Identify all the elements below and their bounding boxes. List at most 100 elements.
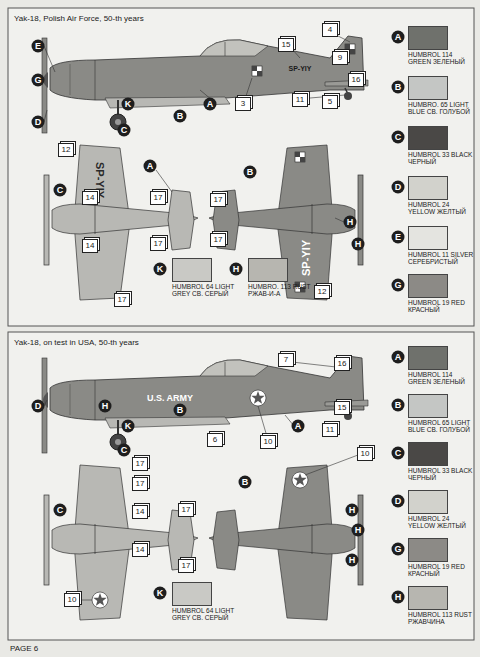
callout-number: 17: [150, 237, 166, 251]
callout-number: 15: [278, 38, 294, 52]
color-swatch: [408, 586, 448, 610]
callout-number: 3: [235, 97, 251, 111]
paint-name: HUMBROL 114 GREEN ЗЕЛЕНЫЙ: [408, 51, 474, 66]
paint-name: HUMBROL 19 RED КРАСНЫЙ: [408, 563, 474, 578]
aircraft-marking: SP-YIY: [289, 65, 312, 72]
callout-number: 17: [132, 477, 148, 491]
callout-number: 17: [178, 503, 194, 517]
color-letter: C: [54, 184, 67, 197]
color-swatch: [172, 582, 212, 606]
callout-number: 17: [210, 193, 226, 207]
color-letter: C: [54, 504, 67, 517]
callout-number: 11: [322, 423, 338, 437]
callout-number: 10: [260, 435, 276, 449]
paint-name: HUMBROL 19 RED КРАСНЫЙ: [408, 299, 474, 314]
color-letter: K: [154, 263, 167, 276]
color-letter: C: [118, 444, 131, 457]
color-letter: B: [174, 404, 187, 417]
color-swatch: [408, 226, 448, 250]
callout-number: 7: [278, 353, 294, 367]
callout-number: 10: [357, 447, 373, 461]
color-letter: C: [392, 447, 405, 460]
callout-number: 17: [132, 457, 148, 471]
color-letter: D: [392, 495, 405, 508]
paint-name: HUMBROL 11 SILVER СЕРЕБРИСТЫЙ: [408, 251, 474, 266]
aircraft-marking: U.S. ARMY: [147, 393, 193, 403]
callout-number: 17: [178, 559, 194, 573]
paint-name: HUMBROL 24 YELLOW ЖЕЛТЫЙ: [408, 201, 474, 216]
color-letter: D: [32, 400, 45, 413]
color-swatch: [248, 258, 288, 282]
color-letter: D: [392, 181, 405, 194]
color-swatch: [408, 76, 448, 100]
color-letter: H: [346, 554, 359, 567]
callout-number: 14: [82, 239, 98, 253]
color-letter: G: [32, 74, 45, 87]
color-letter: E: [32, 40, 45, 53]
color-letter: A: [392, 31, 405, 44]
callout-number: 5: [322, 95, 338, 109]
callout-number: 12: [58, 143, 74, 157]
panel-title: Yak-18, on test in USA, 50-th years: [14, 338, 139, 347]
paint-name: HUMBROL 24 YELLOW ЖЕЛТЫЙ: [408, 515, 474, 530]
paint-name: HUMBROL 114 GREEN ЗЕЛЕНЫЙ: [408, 371, 474, 386]
color-letter: H: [99, 400, 112, 413]
color-letter: K: [154, 587, 167, 600]
callout-number: 16: [334, 357, 350, 371]
color-letter: A: [204, 98, 217, 111]
color-letter: H: [344, 216, 357, 229]
color-swatch: [408, 26, 448, 50]
callout-number: 17: [114, 293, 130, 307]
callout-number: 11: [292, 93, 308, 107]
color-swatch: [408, 346, 448, 370]
color-letter: H: [230, 263, 243, 276]
paint-name: HUMBROL 113 RUST РЖАВЧИНА: [408, 611, 474, 626]
callout-number: 6: [207, 433, 223, 447]
color-letter: A: [144, 160, 157, 173]
color-letter: G: [392, 279, 405, 292]
callout-number: 9: [332, 51, 348, 65]
color-letter: B: [239, 476, 252, 489]
callout-number: 4: [322, 23, 338, 37]
paint-name: HUMBROL 33 BLACK ЧЕРНЫЙ: [408, 151, 474, 166]
color-letter: A: [292, 420, 305, 433]
color-swatch: [172, 258, 212, 282]
color-letter: C: [392, 131, 405, 144]
callout-number: 14: [132, 543, 148, 557]
color-letter: K: [122, 98, 135, 111]
callout-number: 12: [314, 285, 330, 299]
callout-number: 15: [334, 401, 350, 415]
color-swatch: [408, 442, 448, 466]
paint-name: HUMBROL 33 BLACK ЧЕРНЫЙ: [408, 467, 474, 482]
panel-title: Yak-18, Polish Air Force, 50-th years: [14, 14, 144, 23]
color-letter: B: [174, 110, 187, 123]
callout-number: 14: [132, 505, 148, 519]
color-letter: B: [392, 399, 405, 412]
color-swatch: [408, 394, 448, 418]
color-letter: H: [352, 524, 365, 537]
color-letter: H: [346, 504, 359, 517]
callout-number: 14: [82, 191, 98, 205]
callout-number: 17: [150, 191, 166, 205]
page-number: PAGE 6: [10, 644, 38, 653]
aircraft-marking: SP-YIY: [300, 240, 312, 276]
color-swatch: [408, 490, 448, 514]
color-letter: K: [122, 420, 135, 433]
color-letter: E: [392, 231, 405, 244]
paint-name: HUMBROL 65 LIGHT BLUE СВ. ГОЛУБОЙ: [408, 419, 474, 434]
color-letter: A: [392, 351, 405, 364]
color-swatch: [408, 176, 448, 200]
callout-number: 17: [210, 233, 226, 247]
color-letter: D: [32, 116, 45, 129]
color-swatch: [408, 126, 448, 150]
color-letter: B: [244, 166, 257, 179]
color-letter: H: [352, 238, 365, 251]
color-swatch: [408, 538, 448, 562]
paint-name: HUMBRO. 113 RUST РЖАВ-И-А: [248, 283, 314, 298]
color-letter: B: [392, 81, 405, 94]
paint-name: HUMBROL 64 LIGHT GREY СВ. СЕРЫЙ: [172, 607, 238, 622]
callout-number: 16: [348, 73, 364, 87]
color-letter: C: [118, 124, 131, 137]
color-swatch: [408, 274, 448, 298]
color-letter: G: [392, 543, 405, 556]
